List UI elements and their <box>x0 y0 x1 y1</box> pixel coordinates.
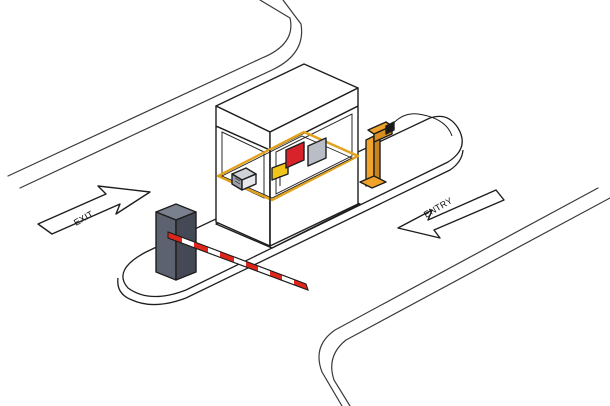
road-edges <box>7 0 610 406</box>
barrier-arm-outline <box>167 231 309 291</box>
exit-arrow-icon: EXIT <box>37 185 151 235</box>
barrier-housing-side <box>175 211 197 281</box>
gray-monitor-screen <box>307 137 327 167</box>
computer-vent-2 <box>234 180 241 185</box>
lower-road-edge-outer <box>318 187 599 406</box>
island-curb <box>117 149 464 306</box>
dispenser-base <box>359 175 387 189</box>
computer-terminal <box>231 167 257 191</box>
dispenser-cable <box>387 113 453 137</box>
upper-road-edge-inner <box>19 0 303 189</box>
arm-stripe-4 <box>246 261 258 272</box>
dispenser-column-side <box>373 135 381 183</box>
ticket-dispenser <box>359 113 453 189</box>
booth-counter-frame <box>216 130 360 202</box>
yellow-sign <box>271 161 289 186</box>
arm-stripe-3 <box>220 251 234 263</box>
computer-vent-1 <box>234 177 241 182</box>
parking-booth <box>215 63 361 249</box>
arm-stripe-6 <box>294 279 308 290</box>
exit-arrow-shape <box>37 185 151 235</box>
arm-stripe-1 <box>168 232 182 243</box>
red-monitor-screen <box>285 141 305 169</box>
red-monitor <box>285 141 305 169</box>
gray-monitor <box>307 137 327 167</box>
booth-left-window <box>221 131 265 199</box>
entry-arrow-icon: ENTRY <box>397 189 505 239</box>
booth-counter-frame-inner <box>221 135 353 199</box>
barrier-housing-front <box>155 211 177 281</box>
booth-right-window <box>275 113 353 195</box>
computer-side <box>241 173 257 191</box>
barrier-arm <box>167 231 309 291</box>
lower-road-edge-inner <box>331 197 610 406</box>
arm-stripe-5 <box>270 270 282 281</box>
dispenser-panel <box>385 121 395 135</box>
barrier-gate <box>155 203 309 291</box>
arm-stripe-2 <box>194 242 208 253</box>
booth-roof-fascia-right <box>269 87 359 151</box>
entry-arrow-shape <box>397 189 505 239</box>
yellow-sign-board <box>271 161 289 181</box>
upper-road-edge-outer <box>7 0 292 177</box>
